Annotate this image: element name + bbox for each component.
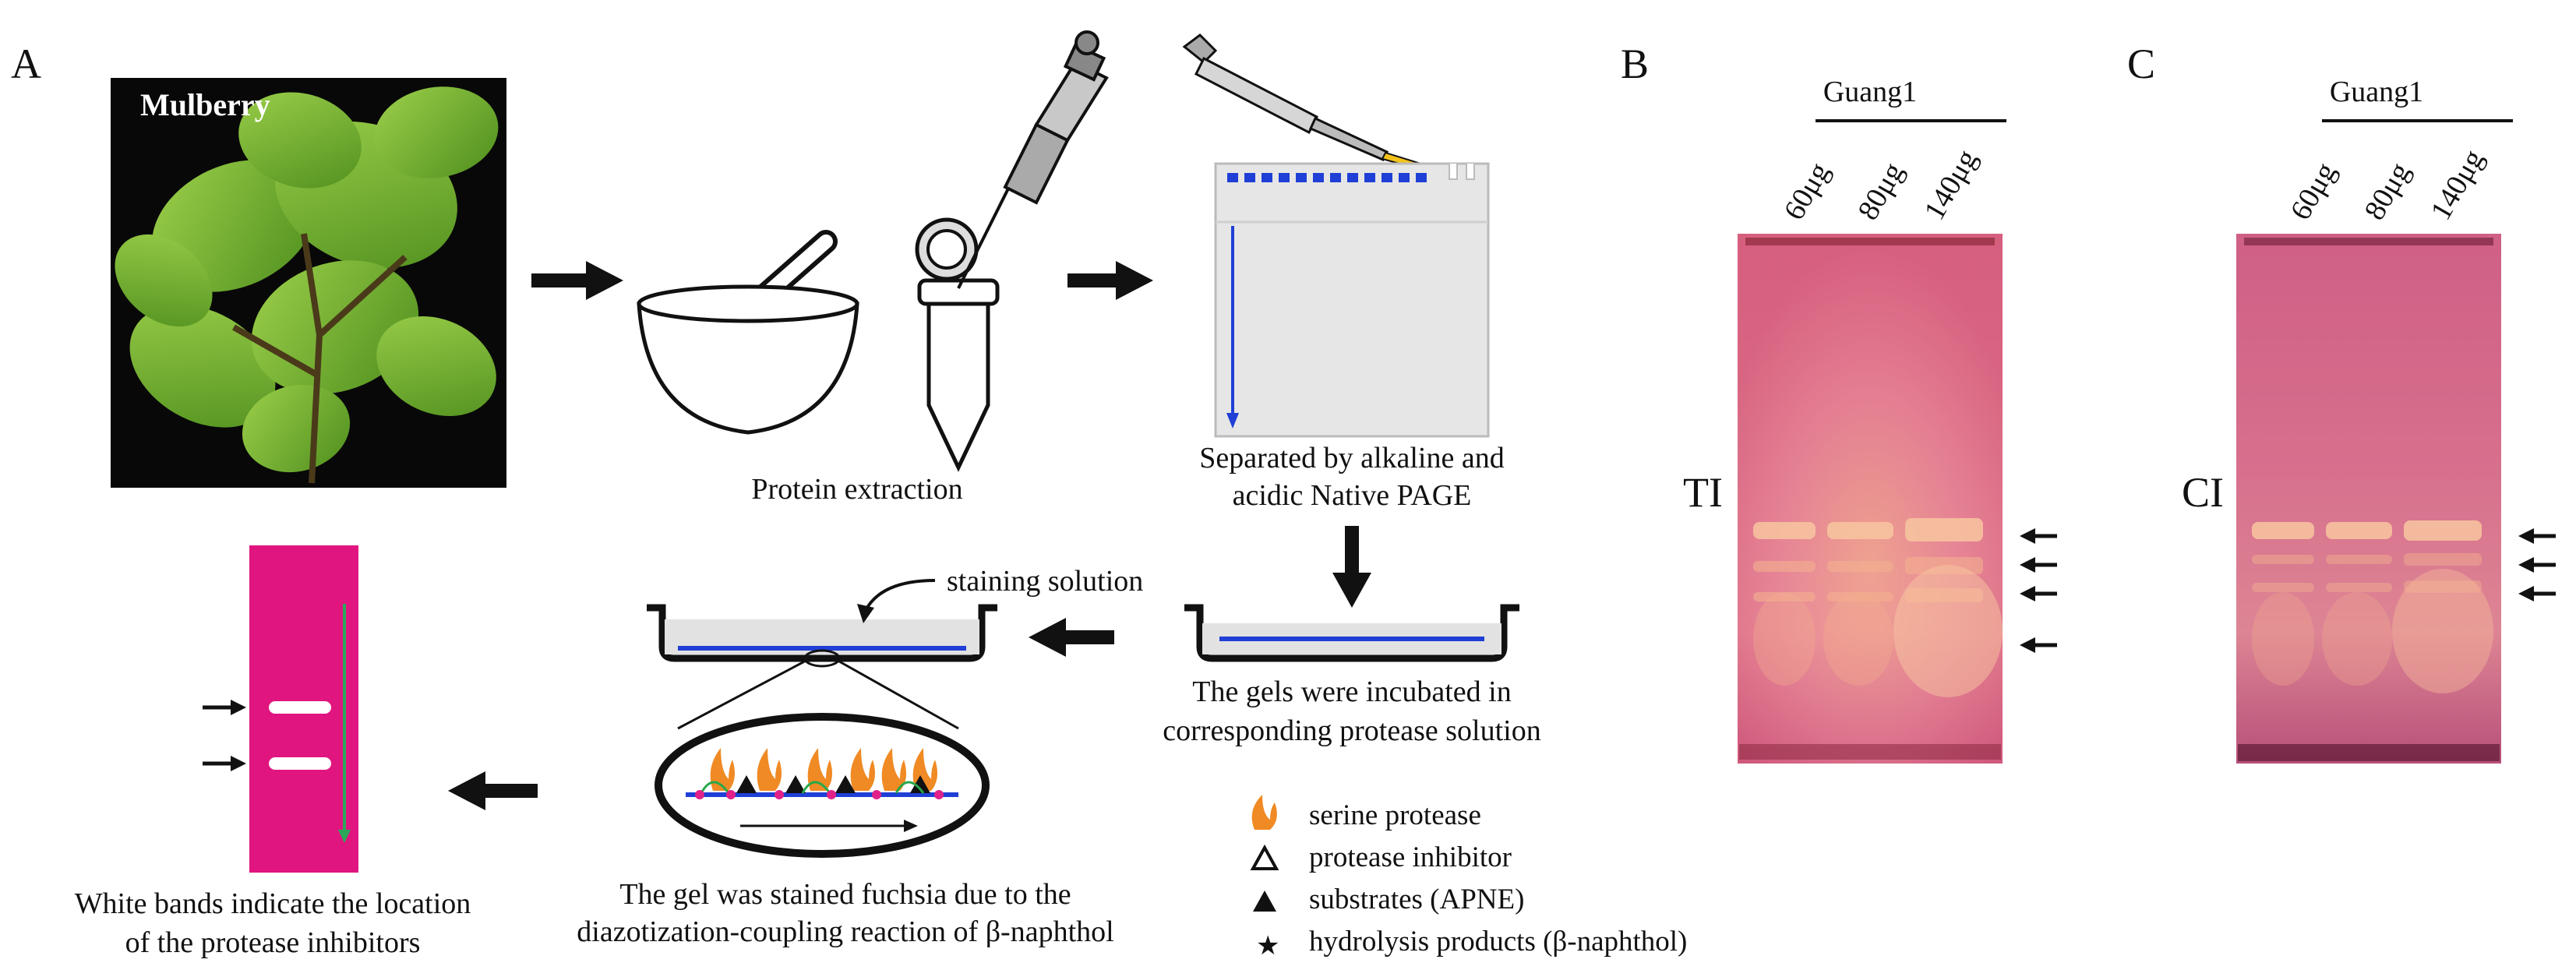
gel-b-group: Guang1: [1823, 76, 1917, 108]
staining-pointer-head: [857, 604, 874, 623]
legend-flame-icon: [1251, 795, 1277, 830]
mulberry-photo: Mulberry: [111, 78, 506, 488]
hydrolysis-product-icon: [695, 790, 944, 799]
gel-b-lane-2: 80μg: [1851, 157, 1910, 225]
step-stain-2: diazotization-coupling reaction of β-nap…: [577, 915, 1113, 948]
legend-filled-triangle-icon: [1253, 891, 1276, 912]
flow-arrow-2-head: [1116, 261, 1153, 300]
gel-b-side-label: TI: [1683, 469, 1723, 516]
gel-c-lane-labels: 60μg 80μg 140μg: [2284, 144, 2490, 225]
flow-arrow-5-head: [448, 771, 485, 810]
flow-arrow-3-head: [1332, 573, 1371, 608]
step-stain-1: The gel was stained fuchsia due to the: [619, 878, 1071, 911]
gel-b-lane-3: 140μg: [1918, 144, 1984, 225]
gel-b-image: [1738, 234, 2003, 764]
leaf-cluster-icon: [115, 86, 499, 484]
zoom-line-left: [677, 657, 811, 730]
panel-label-b: B: [1621, 41, 1649, 87]
step-separation-1: Separated by alkaline and: [1199, 442, 1504, 474]
native-page-gel: [1214, 162, 1490, 438]
gel-c-lane-3: 140μg: [2424, 144, 2490, 225]
staining-pointer: [863, 579, 936, 612]
legend-label-3: substrates (APNE): [1309, 884, 1524, 915]
step-result-1: White bands indicate the location: [75, 887, 471, 920]
gel-c-image: [2236, 234, 2501, 764]
step-incubation-1: The gels were incubated in: [1192, 675, 1511, 708]
loading-wells: [1227, 173, 1427, 182]
incubation-tray: [1184, 604, 1519, 662]
step-incubation-2: corresponding protease solution: [1163, 714, 1540, 747]
hydrolysis-arc-icon: [700, 781, 925, 794]
panel-label-c: C: [2127, 41, 2155, 87]
loading-pipette-icon: [1182, 34, 1427, 171]
step-extraction: Protein extraction: [751, 473, 962, 506]
flow-arrow-1-head: [586, 261, 623, 300]
zoom-line-right: [833, 657, 959, 730]
legend-star-icon: ★: [1256, 932, 1279, 961]
step-result-2: of the protease inhibitors: [125, 926, 421, 959]
gel-c-group: Guang1: [2330, 76, 2423, 108]
step-separation-2: acidic Native PAGE: [1233, 479, 1472, 512]
staining-label: staining solution: [947, 565, 1143, 598]
photo-label: Mulberry: [140, 87, 270, 122]
gel-c-side-label: CI: [2182, 469, 2224, 516]
legend-label-2: protease inhibitor: [1309, 841, 1512, 873]
inhibitor-band-2: [269, 757, 331, 770]
result-gel: [249, 545, 358, 873]
gel-b-band-arrows: [2020, 528, 2057, 653]
gel-b-lane-1: 60μg: [1777, 157, 1836, 225]
zoom-origin: [803, 649, 841, 668]
mortar-pestle-icon: [637, 230, 859, 435]
flow-arrow-4-head: [1029, 618, 1066, 657]
gel-b-lane-labels: 60μg 80μg 140μg: [1777, 144, 1984, 225]
reaction-zoom: [655, 713, 990, 858]
panel-label-a: A: [11, 41, 41, 87]
inhibitor-band-1: [269, 701, 331, 714]
legend-label-4: hydrolysis products (β-naphthol): [1309, 926, 1687, 958]
gel-c-lane-1: 60μg: [2284, 157, 2342, 225]
legend-open-triangle-icon: [1250, 844, 1279, 870]
tube-pipette-icon: [915, 30, 1109, 472]
staining-tray: [647, 604, 997, 662]
gel-c-lane-2: 80μg: [2358, 157, 2416, 225]
legend: serine protease protease inhibitor subst…: [1250, 795, 1687, 961]
legend-label-1: serine protease: [1309, 799, 1481, 831]
substrate-triangle-icon: [736, 775, 930, 793]
migration-arrow-head: [1226, 413, 1239, 429]
gel-c-band-arrows: [2518, 528, 2556, 601]
